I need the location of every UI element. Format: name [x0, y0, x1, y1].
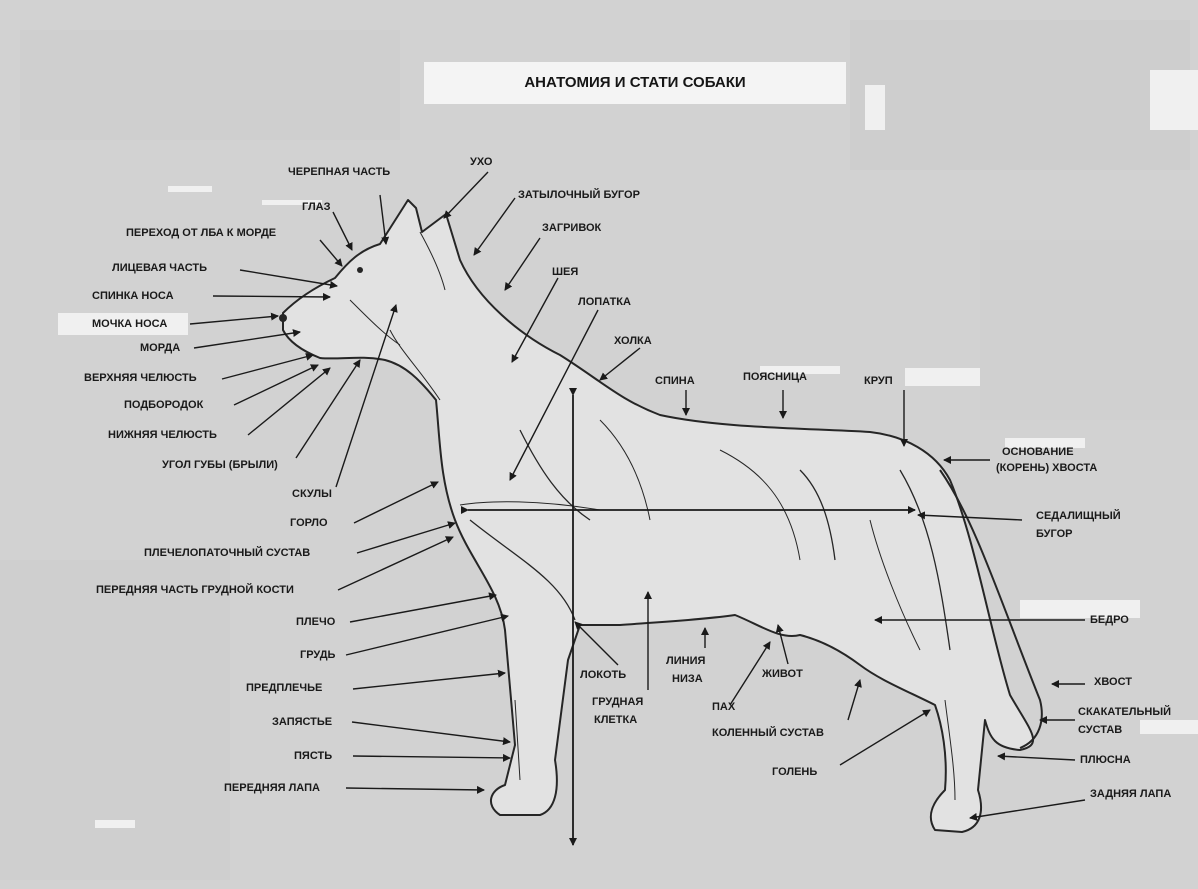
diagram-title: АНАТОМИЯ И СТАТИ СОБАКИ [424, 62, 846, 104]
label-skuly: СКУЛЫ [292, 488, 332, 501]
label-liniya-niza-line2: НИЗА [672, 673, 703, 686]
label-grudnaya-kletka-line1: ГРУДНАЯ [592, 696, 643, 709]
label-nizhnyaya-chelyust: НИЖНЯЯ ЧЕЛЮСТЬ [108, 429, 217, 442]
label-sheya: ШЕЯ [552, 266, 578, 279]
label-grud: ГРУДЬ [300, 649, 335, 662]
label-skakatelny-line2: СУСТАВ [1078, 724, 1122, 737]
label-mochka-nosa: МОЧКА НОСА [92, 318, 167, 331]
label-predplechye: ПРЕДПЛЕЧЬЕ [246, 682, 322, 695]
label-verkhnyaya-chelyust: ВЕРХНЯЯ ЧЕЛЮСТЬ [84, 372, 197, 385]
label-plechelopatochny-sustav: ПЛЕЧЕЛОПАТОЧНЫЙ СУСТАВ [144, 547, 310, 560]
label-gorlo: ГОРЛО [290, 517, 328, 530]
label-sedalishny-line1: СЕДАЛИЩНЫЙ [1036, 510, 1121, 523]
label-liniya-niza-line1: ЛИНИЯ [666, 655, 705, 668]
label-perednyaya-chast-grudnoy-kosti: ПЕРЕДНЯЯ ЧАСТЬ ГРУДНОЙ КОСТИ [96, 584, 294, 597]
label-ukho: УХО [470, 156, 492, 169]
label-osnovanie-line1: ОСНОВАНИЕ [1002, 446, 1074, 459]
label-khvost: ХВОСТ [1094, 676, 1132, 689]
label-sedalishny-line2: БУГОР [1036, 528, 1072, 541]
label-podborodok: ПОДБОРОДОК [124, 399, 203, 412]
label-zadnyaya-lapa: ЗАДНЯЯ ЛАПА [1090, 788, 1171, 801]
label-perekhod-ot-lba: ПЕРЕХОД ОТ ЛБА К МОРДЕ [126, 227, 276, 240]
label-lopatka: ЛОПАТКА [578, 296, 631, 309]
label-zatylochny-bugor: ЗАТЫЛОЧНЫЙ БУГОР [518, 189, 640, 202]
label-bedro: БЕДРО [1090, 614, 1129, 627]
label-litsevaya-chast: ЛИЦЕВАЯ ЧАСТЬ [112, 262, 207, 275]
label-cherepnaya-chast: ЧЕРЕПНАЯ ЧАСТЬ [288, 166, 390, 179]
label-perednyaya-lapa: ПЕРЕДНЯЯ ЛАПА [224, 782, 320, 795]
label-ugol-guby: УГОЛ ГУБЫ (БРЫЛИ) [162, 459, 278, 472]
label-grudnaya-kletka-line2: КЛЕТКА [594, 714, 637, 727]
label-pakh: ПАХ [712, 701, 735, 714]
label-glaz: ГЛАЗ [302, 201, 331, 214]
label-spina: СПИНА [655, 375, 695, 388]
label-spinka-nosa: СПИНКА НОСА [92, 290, 174, 303]
label-morda: МОРДА [140, 342, 180, 355]
label-lokot: ЛОКОТЬ [580, 669, 626, 682]
label-skakatelny-line1: СКАКАТЕЛЬНЫЙ [1078, 706, 1171, 719]
label-kolenny-sustav: КОЛЕННЫЙ СУСТАВ [712, 727, 824, 740]
label-osnovanie-line2: (КОРЕНЬ) ХВОСТА [996, 462, 1097, 475]
label-krup: КРУП [864, 375, 893, 388]
label-zagrivok: ЗАГРИВОК [542, 222, 601, 235]
label-zapyastye: ЗАПЯСТЬЕ [272, 716, 332, 729]
label-plecho: ПЛЕЧО [296, 616, 335, 629]
label-golen: ГОЛЕНЬ [772, 766, 817, 779]
label-plyusna: ПЛЮСНА [1080, 754, 1131, 767]
label-poyasnitsa: ПОЯСНИЦА [743, 371, 807, 384]
label-kholka: ХОЛКА [614, 335, 652, 348]
label-zhivot: ЖИВОТ [762, 668, 803, 681]
label-pyast: ПЯСТЬ [294, 750, 332, 763]
